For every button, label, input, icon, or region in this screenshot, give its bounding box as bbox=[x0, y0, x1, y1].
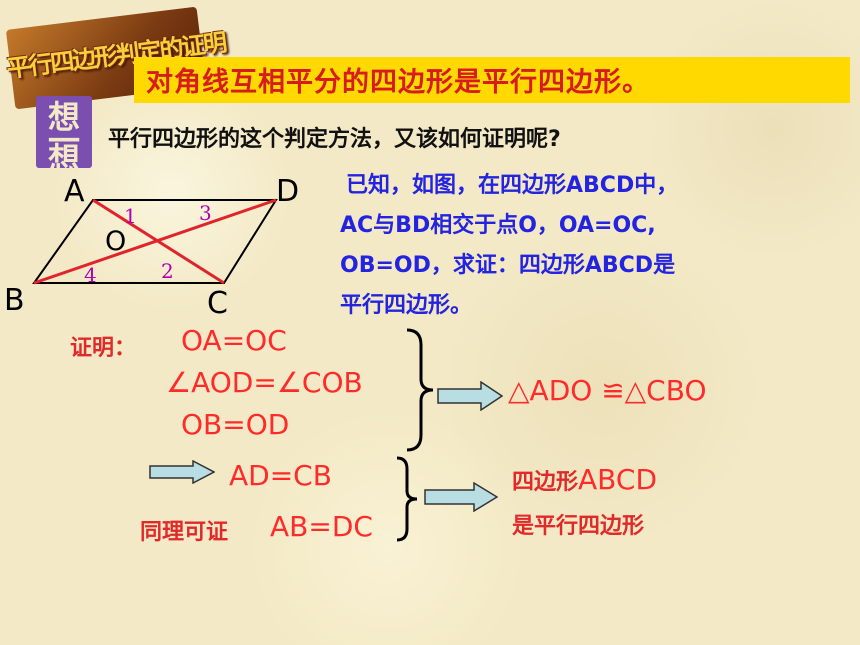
think-badge: 想 一 想 bbox=[36, 96, 92, 178]
think-badge-char-1: 想 bbox=[47, 98, 80, 136]
given-line-4: 平行四边形。 bbox=[340, 293, 473, 318]
point-o-label: O bbox=[105, 226, 126, 257]
conclusion-prefix: 四边形 bbox=[512, 470, 579, 495]
question-text: 平行四边形的这个判定方法，又该如何证明呢? bbox=[108, 127, 561, 152]
vertex-c-label: C bbox=[207, 286, 228, 321]
conclusion-line-2: 是平行四边形 bbox=[512, 514, 645, 539]
angle-3-label: 3 bbox=[199, 201, 212, 225]
angle-1-label: 1 bbox=[124, 204, 137, 228]
given-line-1: 已知，如图，在四边形ABCD中， bbox=[346, 173, 679, 198]
congruence-result: △ADO ≌△CBO bbox=[508, 374, 707, 407]
vertex-d-label: D bbox=[276, 174, 299, 209]
right-arrow-icon bbox=[149, 460, 215, 484]
vertex-a-label: A bbox=[64, 174, 85, 209]
think-badge-char-2: 一 bbox=[47, 122, 80, 160]
proof-label: 证明： bbox=[70, 336, 137, 361]
angle-4-label: 4 bbox=[84, 263, 97, 287]
proof-equation-angles: ∠AOD=∠COB bbox=[166, 366, 363, 399]
right-arrow-icon bbox=[437, 381, 503, 411]
given-line-3: OB=OD，求证：四边形ABCD是 bbox=[340, 253, 676, 278]
given-line-2: AC与BD相交于点O，OA=OC, bbox=[340, 213, 656, 238]
title-bar bbox=[134, 57, 850, 103]
right-brace-icon bbox=[406, 328, 434, 452]
right-arrow-icon bbox=[424, 482, 498, 512]
proof-equation-ab-dc: AB=DC bbox=[270, 510, 373, 543]
proof-equation-ob-od: OB=OD bbox=[181, 408, 290, 441]
conclusion-quadrilateral-name: ABCD bbox=[578, 463, 657, 496]
slide-title: 对角线互相平分的四边形是平行四边形。 bbox=[146, 67, 650, 98]
given-statement: 已知，如图，在四边形ABCD中， AC与BD相交于点O，OA=OC, OB=OD… bbox=[340, 166, 678, 326]
proof-equation-oa-oc: OA=OC bbox=[181, 324, 287, 357]
proof-equation-ad-cb: AD=CB bbox=[229, 459, 332, 492]
similarly-provable-label: 同理可证 bbox=[140, 520, 229, 545]
think-badge-char-3: 想 bbox=[47, 140, 80, 178]
vertex-b-label: B bbox=[4, 283, 25, 318]
diagonal-bd bbox=[33, 198, 277, 285]
right-brace-icon bbox=[396, 456, 418, 542]
parallelogram-figure: A D B C O 1 3 2 4 bbox=[4, 174, 299, 321]
angle-2-label: 2 bbox=[161, 259, 174, 283]
conclusion-line-1: 四边形ABCD bbox=[512, 463, 657, 496]
